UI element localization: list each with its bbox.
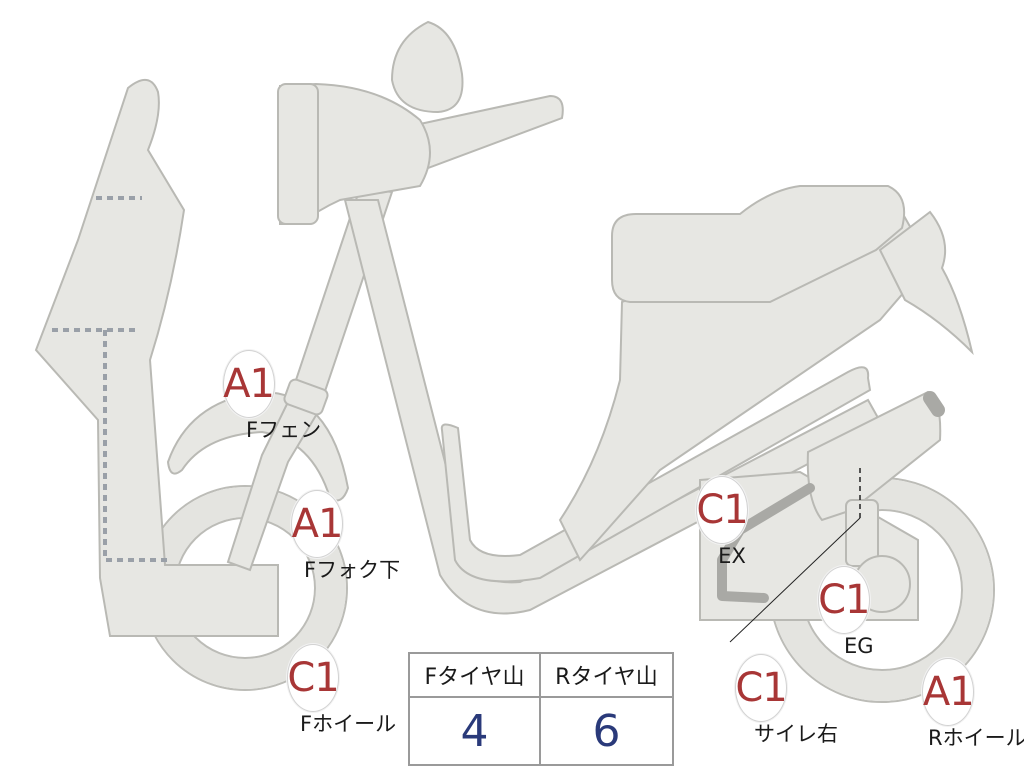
leader-muffler xyxy=(729,517,861,643)
code-badge: A1 xyxy=(291,490,343,558)
exhaust-pipe xyxy=(717,483,815,603)
tail xyxy=(878,210,974,356)
code-badge: A1 xyxy=(222,350,275,418)
fork-collar xyxy=(283,378,329,416)
marker-f-fork-lower: A1 Fフォク下 xyxy=(234,490,400,582)
marker-label: Fフォク下 xyxy=(304,558,401,582)
rear-body xyxy=(558,198,932,562)
floorboard xyxy=(440,366,872,583)
marker-eg: C1 EG xyxy=(814,566,874,658)
value-rear-tire: 6 xyxy=(592,705,621,757)
code-badge: C1 xyxy=(735,654,788,722)
code-badge: A1 xyxy=(922,658,975,726)
marker-label: Rホイール xyxy=(928,726,1024,750)
marker-f-fender: A1 Fフェン xyxy=(176,350,321,442)
tire-tread-table: Fタイヤ山 Rタイヤ山 4 6 xyxy=(408,652,674,766)
marker-muffler-right: C1 サイレ右 xyxy=(684,654,838,746)
code-badge: C1 xyxy=(817,566,870,634)
mirror xyxy=(390,20,464,114)
marker-label: EX xyxy=(718,544,746,568)
marker-f-wheel: C1 Fホイール xyxy=(230,644,396,736)
exhaust-end xyxy=(923,391,945,417)
marker-r-wheel: A1 Rホイール xyxy=(870,658,1024,750)
leg-shield xyxy=(34,79,279,637)
marker-ex: C1 EX xyxy=(696,476,749,568)
handlebar xyxy=(418,94,564,170)
marker-label: サイレ右 xyxy=(754,722,838,746)
header-front-tire: Fタイヤ山 xyxy=(410,654,541,698)
header-rear-tire: Rタイヤ山 xyxy=(541,654,672,698)
headlight-lens xyxy=(277,83,319,225)
value-front-tire: 4 xyxy=(410,698,541,764)
code-badge: C1 xyxy=(287,644,340,712)
code-badge: C1 xyxy=(696,476,749,544)
marker-label: Fホイール xyxy=(300,712,397,736)
marker-label: Fフェン xyxy=(246,418,322,442)
seat xyxy=(611,185,906,303)
rear-shock xyxy=(845,499,879,567)
marker-label: EG xyxy=(844,634,874,658)
